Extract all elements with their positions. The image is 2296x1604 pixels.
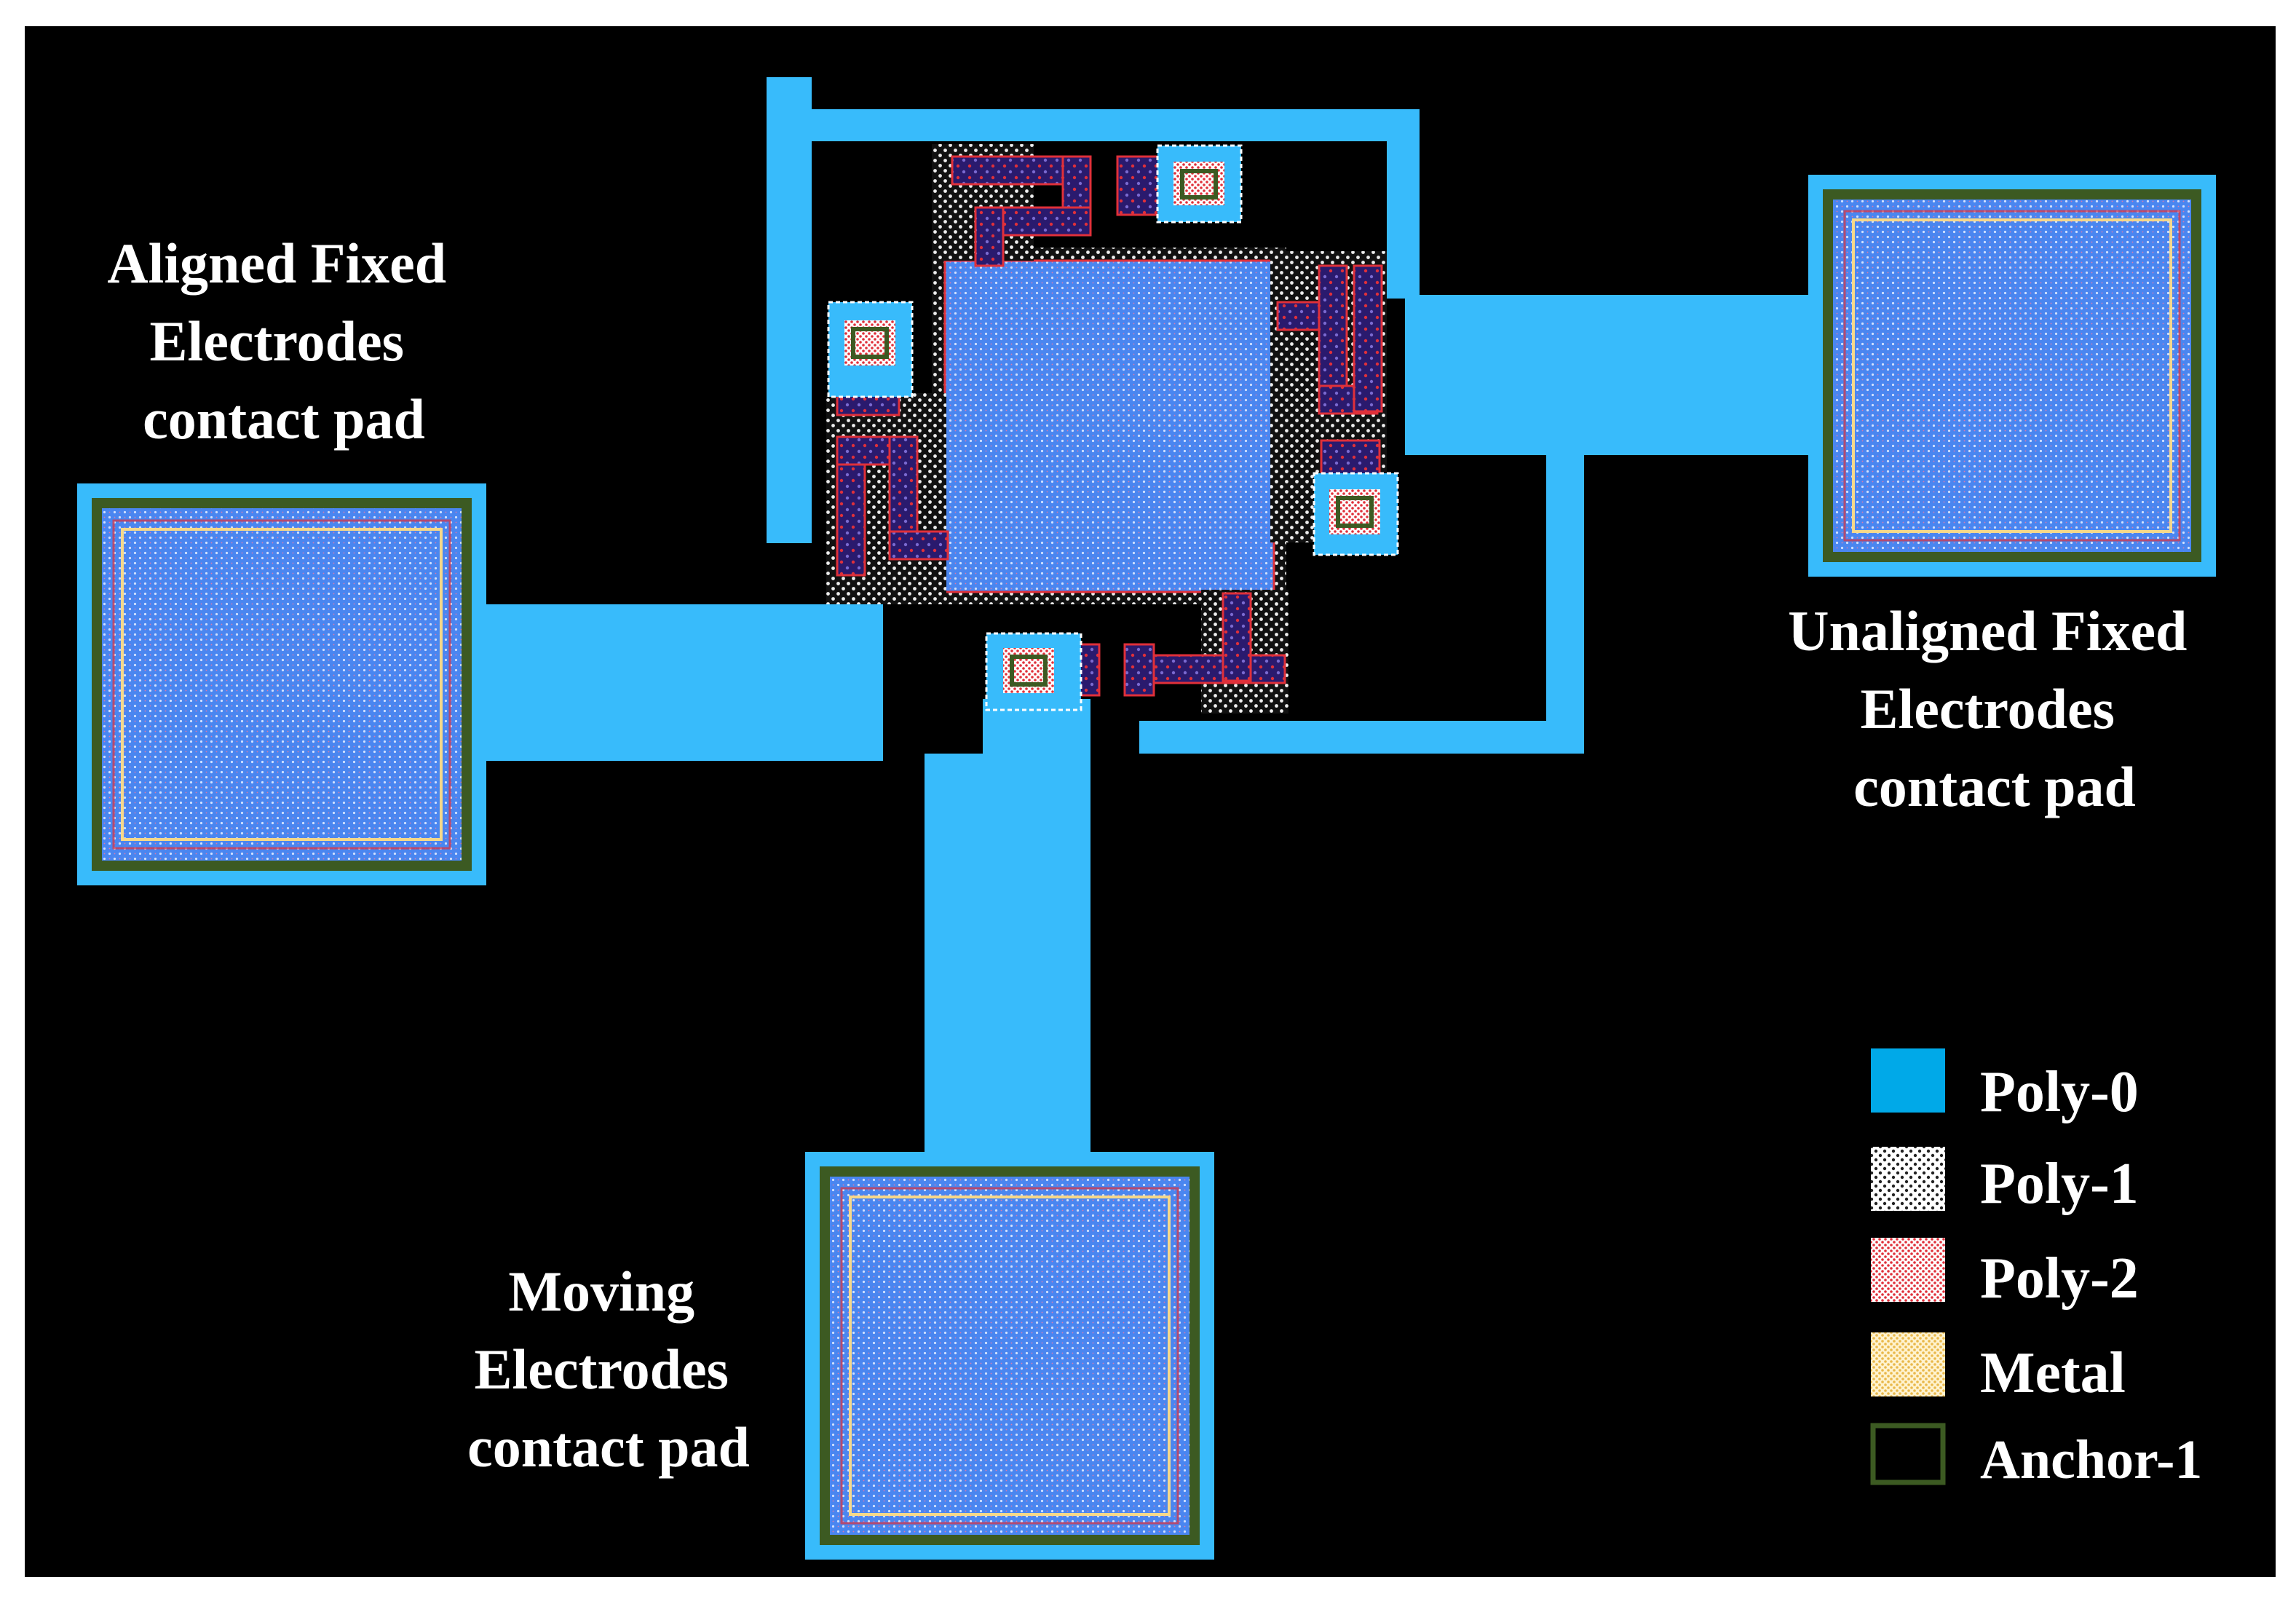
aligned-fixed-electrodes-pad [77, 483, 486, 885]
legend-item-poly-1: Poly-1 [1871, 1147, 2139, 1216]
anchor-right [1313, 472, 1399, 556]
metal-swatch [1871, 1332, 1945, 1396]
unaligned-fixed-electrodes-pad [1808, 175, 2216, 577]
spring-top [932, 144, 1163, 267]
moving-pad-label: Moving Electrodes contact pad [467, 1260, 750, 1479]
trace-right-loop-bottom [1139, 721, 1584, 754]
unaligned-pad-label-line-2: Electrodes [1861, 677, 2115, 740]
aligned-pad-label-line-2: Electrodes [150, 309, 404, 373]
aligned-pad-label: Aligned Fixed Electrodes contact pad [107, 232, 460, 451]
trace-top-loop-left [767, 77, 812, 543]
spring-bottom [1069, 590, 1288, 714]
trace-top-loop-right [1387, 109, 1420, 299]
moving-pad-label-line-3: contact pad [467, 1415, 750, 1479]
unaligned-pad-label: Unaligned Fixed Electrodes contact pad [1788, 599, 2201, 818]
poly-2-swatch [1871, 1238, 1945, 1302]
moving-pad-label-line-2: Electrodes [475, 1338, 729, 1401]
legend-item-metal: Metal [1871, 1332, 2126, 1405]
poly-0-swatch [1871, 1048, 1945, 1113]
moving-electrodes-pad [805, 1152, 1214, 1560]
unaligned-pad-label-line-1: Unaligned Fixed [1788, 599, 2187, 663]
anchor-top [1156, 144, 1243, 224]
anchor-bottom [985, 632, 1082, 711]
trace-top-loop-top [767, 109, 1420, 141]
moving-pad-label-line-1: Moving [508, 1260, 694, 1323]
trace-moving-pad [925, 754, 1090, 1165]
poly0-traces [484, 77, 1826, 1165]
poly-0-label: Poly-0 [1980, 1060, 2139, 1124]
unaligned-pad-label-line-3: contact pad [1853, 755, 2136, 818]
legend: Poly-0 Poly-1 Poly-2 Metal Anchor-1 [1870, 1048, 2202, 1490]
spring-anchors [827, 144, 1399, 711]
anchor-1-swatch [1870, 1423, 1946, 1485]
anchor-1-label: Anchor-1 [1980, 1429, 2202, 1490]
poly-1-swatch [1871, 1147, 1945, 1211]
spring-left [826, 377, 949, 604]
legend-item-poly-2: Poly-2 [1871, 1238, 2139, 1311]
aligned-pad-label-line-1: Aligned Fixed [107, 232, 446, 295]
trace-aligned-pad [484, 604, 883, 761]
proof-mass [932, 248, 1286, 604]
legend-item-anchor-1: Anchor-1 [1870, 1423, 2202, 1490]
trace-unaligned-pad [1405, 295, 1826, 455]
anchor-left [827, 301, 914, 398]
aligned-pad-label-line-3: contact pad [143, 387, 425, 451]
folded-springs [826, 144, 1387, 714]
poly-2-label: Poly-2 [1980, 1247, 2139, 1311]
metal-label: Metal [1980, 1341, 2126, 1405]
poly-1-label: Poly-1 [1980, 1152, 2139, 1216]
trace-right-loop-vertical [1546, 451, 1584, 754]
legend-item-poly-0: Poly-0 [1871, 1048, 2139, 1124]
